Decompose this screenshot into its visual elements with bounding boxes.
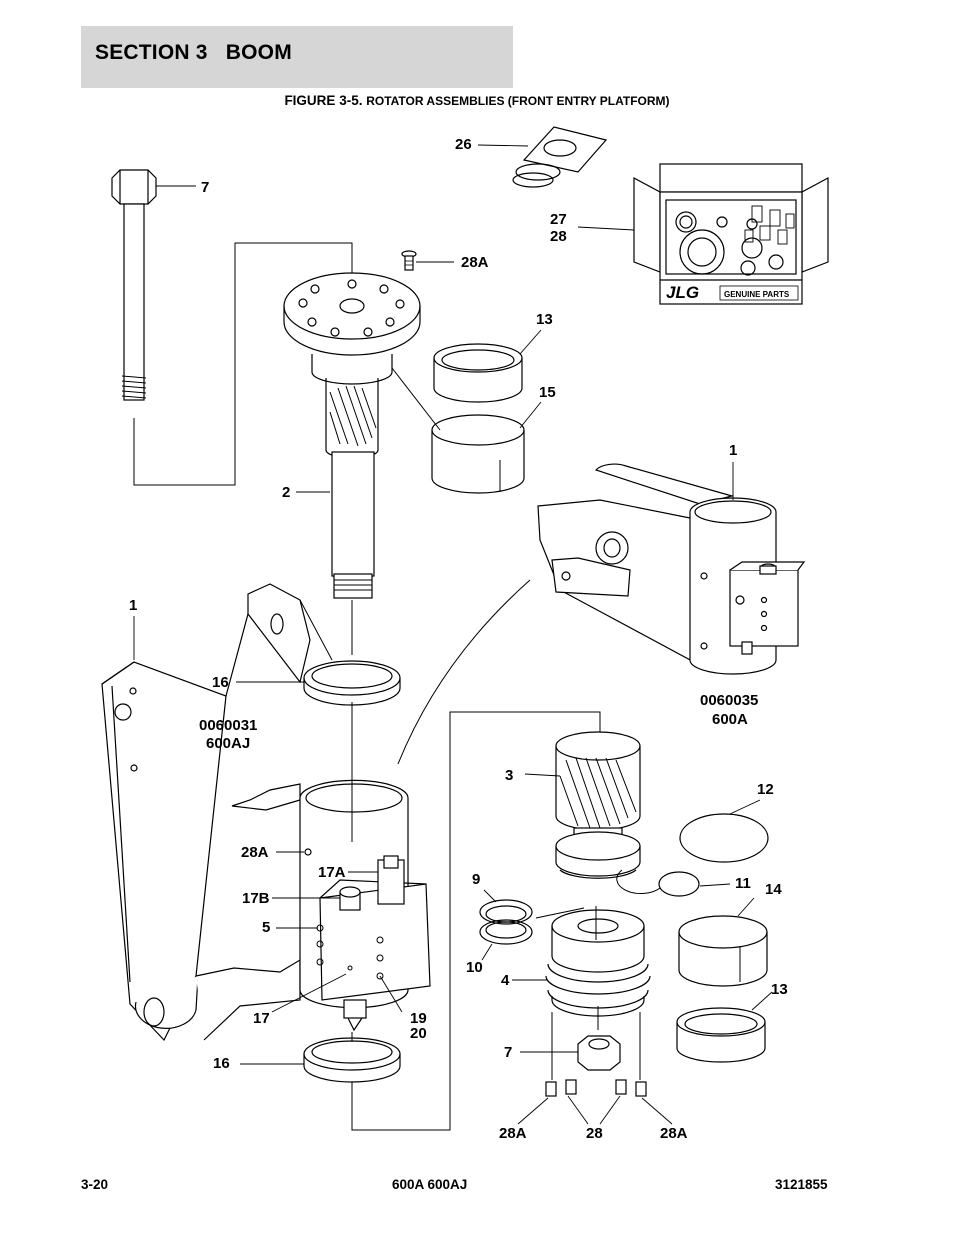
callout-1-left: 1 [129,597,137,614]
callout-3: 3 [505,767,513,784]
document-number: 3121855 [775,1177,828,1192]
callout-28A-mid: 28A [241,844,269,861]
bearing-part-13-bottom [676,1007,766,1063]
shaft-part-2 [283,272,421,655]
model-right-number: 0060035 [700,692,758,709]
callout-17A: 17A [318,864,346,881]
pinion-part-3 [555,731,641,879]
callout-19: 19 [410,1010,427,1027]
callout-28A-bottom-left: 28A [499,1125,527,1142]
model-left-number: 0060031 [199,717,257,734]
screws-part-28 [545,1079,647,1097]
callout-16-top: 16 [212,674,229,691]
callout-28-top: 28 [550,228,567,245]
callout-17B: 17B [242,890,270,907]
model-right-name: 600A [712,711,748,728]
callout-4: 4 [501,972,510,989]
parts-kit-box [633,163,829,305]
oring-part-11 [658,871,700,897]
ring-part-16-top [303,660,401,842]
callout-labels: 26 7 27 28 28A 13 15 1 2 1 16 0060035 60… [129,136,788,1142]
callout-7-top: 7 [201,179,209,196]
screw-part-28A [401,250,417,271]
footer-models: 600A 600AJ [392,1177,468,1192]
callout-9: 9 [472,871,480,888]
seal-kit-part-26 [512,126,608,188]
callout-17: 17 [253,1010,270,1027]
callout-28A-bottom-right: 28A [660,1125,688,1142]
ring-part-16-bottom [303,711,601,1131]
bearing-part-13-top [433,343,523,403]
callout-26: 26 [455,136,472,153]
figure-caption: FIGURE 3-5. ROTATOR ASSEMBLIES (FRONT EN… [0,93,954,108]
callout-5: 5 [262,919,270,936]
bushing-part-14 [678,915,768,987]
nut-part-7 [577,1006,621,1071]
callout-10: 10 [466,959,483,976]
callout-20: 20 [410,1025,427,1042]
seal-part-9-10 [479,899,533,945]
section-header: SECTION 3 BOOM [81,26,513,88]
callout-11: 11 [735,875,751,892]
section-title: SECTION 3 BOOM [95,41,292,64]
kit-label: GENUINE PARTS [724,290,790,299]
rotator-housing-600AJ [101,583,431,1042]
callout-15: 15 [539,384,556,401]
callout-7-bottom: 7 [504,1044,512,1061]
model-left-name: 600AJ [206,735,250,752]
callout-14: 14 [765,881,782,898]
callout-27: 27 [550,211,567,228]
leader-lines [133,144,773,1125]
callout-16-bottom: 16 [213,1055,230,1072]
figure-title: ROTATOR ASSEMBLIES (FRONT ENTRY PLATFORM… [366,94,670,108]
callout-28-bottom: 28 [586,1125,603,1142]
figure-number: FIGURE 3-5. [284,93,363,108]
page-number: 3-20 [81,1177,109,1192]
callout-2: 2 [282,484,290,501]
callout-13-top: 13 [536,311,553,328]
seal-part-12 [679,813,769,863]
bolt-part-7 [111,169,353,486]
bushing-part-15 [391,367,525,494]
callout-12: 12 [757,781,774,798]
callout-28A-top: 28A [461,254,489,271]
kit-brand-logo: JLG [666,283,699,302]
rotator-housing-600A [537,463,806,675]
callout-1-right: 1 [729,442,737,459]
callout-13-bottom: 13 [771,981,788,998]
